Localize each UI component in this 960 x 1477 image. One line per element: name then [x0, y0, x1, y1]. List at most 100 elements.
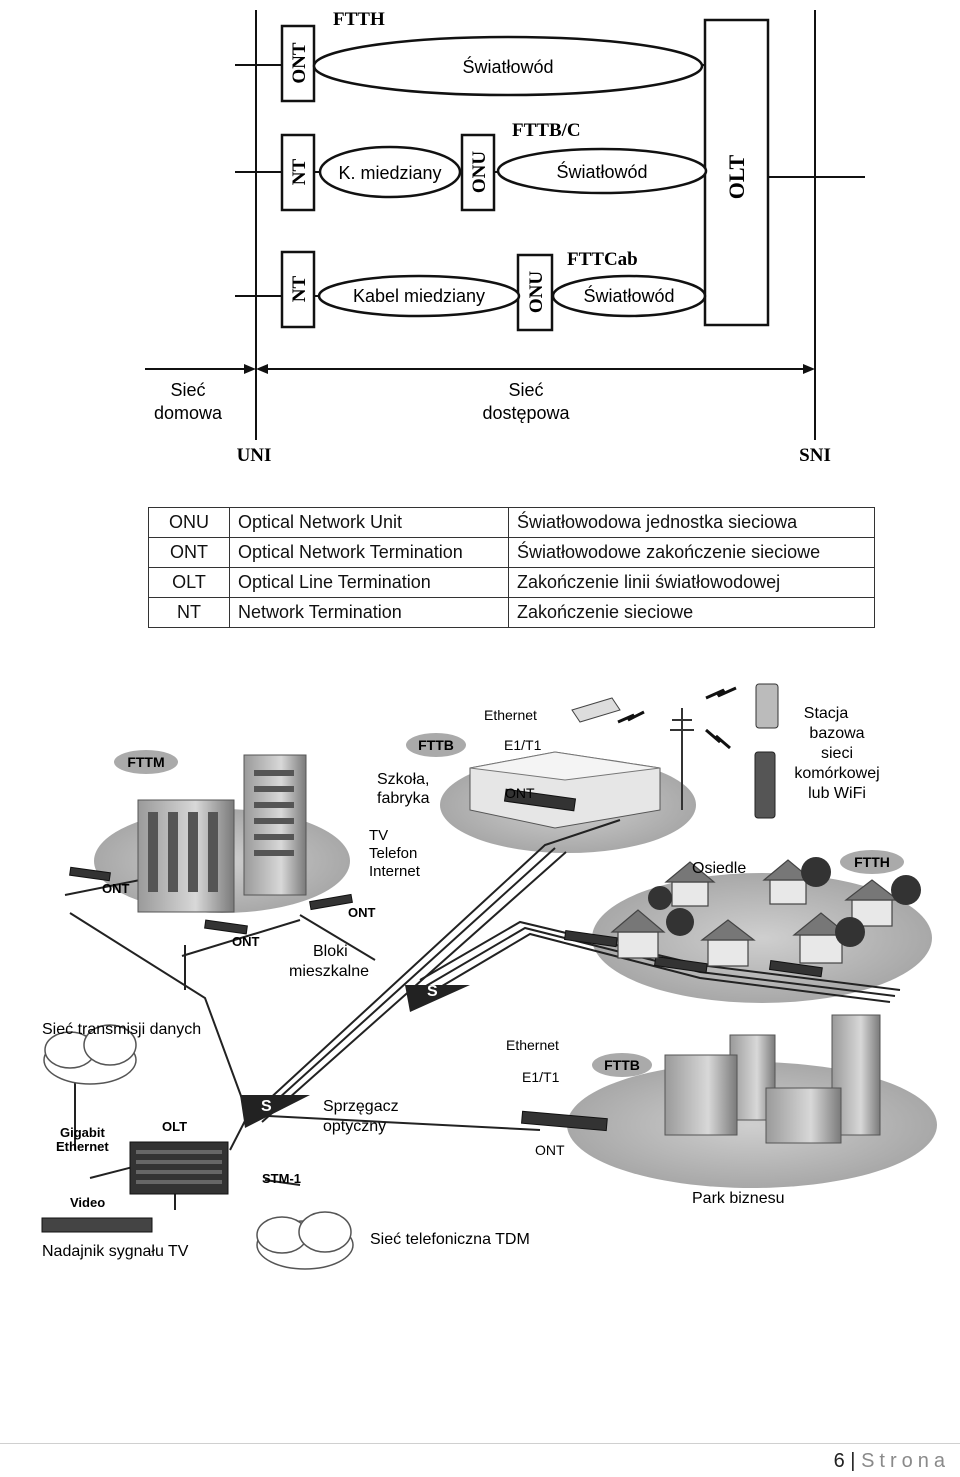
office-building-icon — [664, 1054, 738, 1136]
fttx-network-illustration: S S FTTM FTTB FTTH FTTB Ethernet E1/T1 E… — [41, 683, 937, 1270]
ont-device-icon — [653, 955, 708, 974]
stm-label: STM-1 — [262, 1171, 301, 1186]
fiber-label: Światłowód — [462, 56, 553, 77]
tree-icon — [648, 886, 672, 910]
tree-icon — [835, 917, 865, 947]
service-tv: TV — [369, 827, 388, 844]
olt-rack-icon — [129, 1141, 229, 1195]
video-label: Video — [70, 1195, 105, 1210]
school-label: Szkoła, — [377, 771, 429, 788]
wireless-signal-icon — [705, 686, 737, 700]
nt-box-fttbc — [280, 133, 316, 212]
ont-box — [280, 24, 316, 103]
optical-splitter-icon — [405, 985, 470, 1012]
house-icon — [700, 919, 756, 967]
cordless-phone-icon — [754, 751, 776, 819]
svg-text:fabryka: fabryka — [377, 790, 430, 807]
fttm-badge: FTTM — [114, 750, 178, 774]
ont-device-icon — [521, 1110, 608, 1132]
svg-text:FTTH: FTTH — [854, 854, 890, 870]
service-phone: Telefon — [369, 845, 417, 862]
svg-text:dostępowa: dostępowa — [482, 403, 570, 423]
tree-icon — [891, 875, 921, 905]
ftth-badge: FTTH — [840, 850, 904, 874]
optical-splitter-icon — [240, 1095, 310, 1128]
svg-text:mieszkalne: mieszkalne — [289, 963, 369, 980]
ont-device-icon — [768, 959, 823, 978]
copper-ellipse-fttbc — [318, 145, 462, 199]
wireless-signal-icon — [617, 710, 645, 724]
ont-label: ONT — [232, 934, 260, 949]
ont-device-icon — [563, 929, 618, 948]
svg-text:komórkowej: komórkowej — [794, 765, 879, 782]
estate-label: Osiedle — [692, 860, 746, 877]
ethernet-label: Ethernet — [484, 707, 537, 723]
svg-text:S: S — [261, 1098, 272, 1115]
svg-text:FTTB: FTTB — [604, 1057, 640, 1073]
base-station-label: Stacja — [804, 705, 849, 722]
tree-icon — [801, 857, 831, 887]
fiber-label: Światłowód — [556, 161, 647, 182]
data-network-cloud-icon — [43, 1024, 137, 1085]
fttcab-label: FTTCab — [567, 249, 638, 270]
access-network-diagram: ONT NT NT ONU ONU OLT Światłowód K. mied… — [145, 9, 865, 466]
sni-label: SNI — [799, 445, 831, 466]
gigabit-label: Gigabit — [60, 1125, 105, 1140]
apartment-tower-icon — [243, 754, 307, 896]
ont-label: ONT — [505, 785, 535, 801]
tdm-cloud-icon — [256, 1211, 354, 1270]
mobile-phone-icon — [755, 683, 779, 729]
fiber-ellipse-fttbc — [496, 147, 708, 195]
house-icon — [664, 861, 716, 907]
ont-label: ONT — [102, 881, 130, 896]
house-icon — [792, 912, 850, 964]
e1t1-label: E1/T1 — [504, 737, 542, 753]
onu-label: ONU — [526, 271, 547, 314]
ethernet-label: Ethernet — [506, 1037, 559, 1053]
nt-box-fttcab — [280, 250, 316, 329]
svg-text:FTTM: FTTM — [127, 754, 164, 770]
table-row: ONT Optical Network Termination Światłow… — [148, 537, 875, 568]
nt-label: NT — [289, 275, 310, 302]
svg-text:FTTB: FTTB — [418, 737, 454, 753]
fiber-ellipse-ftth — [312, 35, 704, 97]
fttbc-label: FTTB/C — [512, 120, 581, 141]
svg-text:lub WiFi: lub WiFi — [808, 785, 866, 802]
blocks-label: Bloki — [313, 943, 348, 960]
svg-text:optyczny: optyczny — [323, 1118, 386, 1135]
splitter-label: Sprzęgacz — [323, 1098, 399, 1115]
data-network-label: Sieć transmisji danych — [42, 1021, 201, 1038]
table-row: ONU Optical Network Unit Światłowodowa j… — [148, 507, 875, 538]
olt-label: OLT — [162, 1119, 187, 1134]
page-number: 6 — [833, 1450, 845, 1472]
fiber-ellipse-fttcab — [551, 274, 707, 318]
svg-text:Ethernet: Ethernet — [56, 1139, 109, 1154]
page-footer: 6 | Strona — [0, 1443, 960, 1477]
cell-tower-icon — [670, 708, 694, 810]
business-park-label: Park biznesu — [692, 1190, 785, 1207]
copper-label: K. miedziany — [338, 163, 441, 183]
ont-label: ONT — [289, 42, 310, 84]
e1t1-label: E1/T1 — [522, 1069, 560, 1085]
tree-icon — [666, 908, 694, 936]
ont-device-icon — [204, 919, 248, 935]
house-icon — [762, 859, 814, 905]
office-building-icon — [765, 1087, 842, 1144]
olt-label: OLT — [724, 154, 749, 199]
onu-box-fttcab — [516, 253, 554, 332]
ont-device-icon — [309, 893, 353, 911]
fiber-label: Światłowód — [583, 285, 674, 306]
ont-device-icon — [69, 866, 111, 882]
nt-label: NT — [289, 158, 310, 185]
svg-text:sieci: sieci — [821, 745, 853, 762]
fttb-badge: FTTB — [592, 1053, 652, 1077]
wireless-signal-icon — [705, 728, 731, 750]
tdm-network-label: Sieć telefoniczna TDM — [370, 1231, 530, 1248]
onu-label: ONU — [469, 151, 490, 194]
copper-label: Kabel miedziany — [353, 286, 485, 306]
home-network-label: Sieć — [170, 380, 205, 400]
fiber-line — [69, 912, 249, 1116]
svg-text:domowa: domowa — [154, 403, 223, 423]
svg-text:bazowa: bazowa — [809, 725, 864, 742]
house-icon — [610, 909, 666, 959]
